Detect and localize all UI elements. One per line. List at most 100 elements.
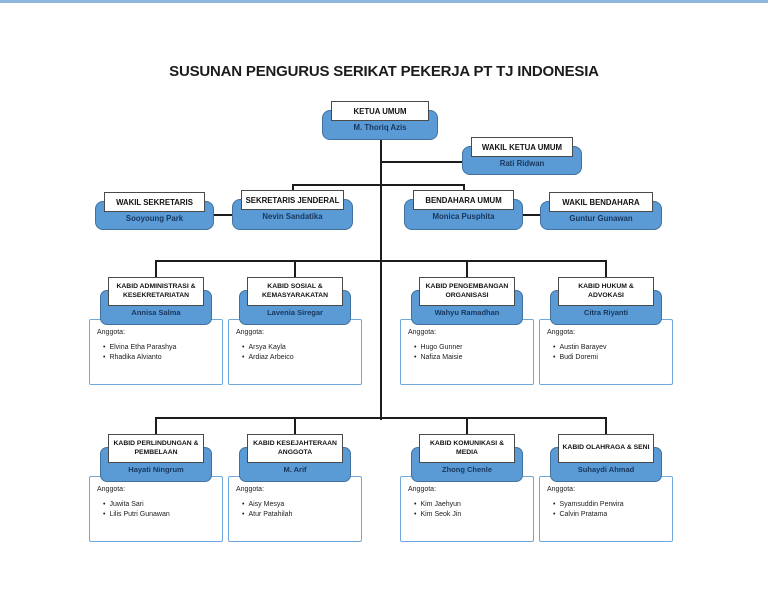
member-name: Kim Seok Jin	[420, 511, 462, 518]
connector-line	[466, 417, 468, 442]
connector-line	[605, 417, 607, 442]
role-title: WAKIL SEKRETARIS	[104, 192, 205, 212]
role-title: KETUA UMUM	[331, 101, 429, 121]
anggota-label: Anggota:	[408, 329, 437, 336]
member-item: •Austin Barayev	[553, 344, 672, 352]
members-panel: Anggota: •Kim Jaehyun •Kim Seok Jin	[400, 476, 534, 542]
role-title: WAKIL KETUA UMUM	[471, 137, 573, 157]
members-panel: Anggota: •Austin Barayev •Budi Doremi	[539, 319, 673, 385]
bullet-icon: •	[242, 511, 245, 518]
members-panel: Anggota: •Arsya Kayla •Ardiaz Arbeico	[228, 319, 362, 385]
kabid-olahraga-seni: Anggota: •Syamsuddin Perwira •Calvin Pra…	[539, 434, 673, 542]
member-item: •Kim Jaehyun	[414, 501, 533, 509]
role-title: KABID OLAHRAGA & SENI	[558, 434, 654, 463]
member-item: •Ardiaz Arbeico	[242, 354, 361, 362]
anggota-label: Anggota:	[236, 329, 265, 336]
person-name: Monica Pusphita	[432, 212, 495, 221]
kabid-pengembangan-organisasi: Anggota: •Hugo Gunner •Nafiza Maisie Wah…	[400, 277, 534, 385]
member-name: Atur Patahilah	[248, 511, 293, 518]
anggota-label: Anggota:	[547, 486, 576, 493]
connector-line	[521, 214, 542, 216]
member-item: •Hugo Gunner	[414, 344, 533, 352]
connector-line	[380, 138, 382, 420]
connector-line	[292, 184, 294, 194]
bullet-icon: •	[414, 511, 417, 518]
anggota-label: Anggota:	[547, 329, 576, 336]
member-name: Lilis Putri Gunawan	[109, 511, 170, 518]
member-name: Nafiza Maisie	[420, 354, 463, 361]
member-name: Calvin Pratama	[559, 511, 608, 518]
org-box-ketua-umum: M. Thoriq Azis KETUA UMUM	[322, 101, 438, 140]
person-name: M. Arif	[283, 465, 307, 474]
member-item: •Elvina Etha Parashya	[103, 344, 222, 352]
org-box-wakil-bendahara: Guntur Gunawan WAKIL BENDAHARA	[540, 192, 662, 230]
org-box-bendahara-umum: Monica Pusphita BENDAHARA UMUM	[404, 190, 523, 230]
members-panel: Anggota: •Hugo Gunner •Nafiza Maisie	[400, 319, 534, 385]
kabid-kesejahteraan-anggota: Anggota: •Aisy Mesya •Atur Patahilah M. …	[228, 434, 362, 542]
connector-line	[381, 161, 463, 163]
connector-line	[605, 260, 607, 285]
member-item: •Arsya Kayla	[242, 344, 361, 352]
bullet-icon: •	[414, 501, 417, 508]
person-name: M. Thoriq Azis	[353, 123, 407, 132]
role-title: KABID SOSIAL & KEMASYARAKATAN	[247, 277, 343, 306]
connector-line	[294, 417, 296, 442]
person-name: Zhong Chenle	[442, 465, 492, 474]
member-item: •Atur Patahilah	[242, 511, 361, 519]
bullet-icon: •	[103, 344, 106, 351]
person-name: Sooyoung Park	[125, 214, 184, 223]
connector-line	[213, 214, 234, 216]
member-item: •Budi Doremi	[553, 354, 672, 362]
bullet-icon: •	[242, 344, 245, 351]
connector-line	[294, 260, 296, 285]
person-name: Wahyu Ramadhan	[434, 308, 500, 317]
connector-line	[155, 260, 607, 262]
member-name: Juwita Sari	[109, 501, 144, 508]
connector-line	[155, 260, 157, 285]
member-name: Arsya Kayla	[248, 344, 286, 351]
members-panel: Anggota: •Elvina Etha Parashya •Rhadika …	[89, 319, 223, 385]
kabid-perlindungan-pembelaan: Anggota: •Juwita Sari •Lilis Putri Gunaw…	[89, 434, 223, 542]
member-item: •Aisy Mesya	[242, 501, 361, 509]
member-item: •Lilis Putri Gunawan	[103, 511, 222, 519]
person-name: Guntur Gunawan	[569, 214, 633, 223]
member-item: •Syamsuddin Perwira	[553, 501, 672, 509]
anggota-label: Anggota:	[236, 486, 265, 493]
member-name: Ardiaz Arbeico	[248, 354, 294, 361]
kabid-komunikasi-media: Anggota: •Kim Jaehyun •Kim Seok Jin Zhon…	[400, 434, 534, 542]
member-name: Elvina Etha Parashya	[109, 344, 177, 351]
kabid-hukum-advokasi: Anggota: •Austin Barayev •Budi Doremi Ci…	[539, 277, 673, 385]
anggota-label: Anggota:	[97, 486, 126, 493]
connector-line	[155, 417, 157, 442]
role-title: KABID HUKUM & ADVOKASI	[558, 277, 654, 306]
role-title: KABID KOMUNIKASI & MEDIA	[419, 434, 515, 463]
connector-line	[292, 184, 465, 186]
bullet-icon: •	[103, 501, 106, 508]
connector-line	[466, 260, 468, 285]
role-title: KABID PERLINDUNGAN & PEMBELAAN	[108, 434, 204, 463]
member-name: Budi Doremi	[559, 354, 598, 361]
connector-line	[463, 184, 465, 194]
bullet-icon: •	[553, 511, 556, 518]
bullet-icon: •	[103, 511, 106, 518]
members-panel: Anggota: •Syamsuddin Perwira •Calvin Pra…	[539, 476, 673, 542]
anggota-label: Anggota:	[97, 329, 126, 336]
bullet-icon: •	[242, 501, 245, 508]
member-item: •Juwita Sari	[103, 501, 222, 509]
members-panel: Anggota: •Juwita Sari •Lilis Putri Gunaw…	[89, 476, 223, 542]
kabid-administrasi-kesekretariatan: Anggota: •Elvina Etha Parashya •Rhadika …	[89, 277, 223, 385]
bullet-icon: •	[414, 354, 417, 361]
members-panel: Anggota: •Aisy Mesya •Atur Patahilah	[228, 476, 362, 542]
member-name: Rhadika Alvianto	[109, 354, 162, 361]
member-name: Austin Barayev	[559, 344, 607, 351]
member-item: •Nafiza Maisie	[414, 354, 533, 362]
member-name: Hugo Gunner	[420, 344, 463, 351]
page-top-border	[0, 0, 768, 3]
person-name: Suhaydi Ahmad	[577, 465, 635, 474]
person-name: Hayati Ningrum	[128, 465, 184, 474]
role-title: KABID ADMINISTRASI & KESEKRETARIATAN	[108, 277, 204, 306]
bullet-icon: •	[553, 354, 556, 361]
person-name: Lavenia Siregar	[267, 308, 323, 317]
member-item: •Rhadika Alvianto	[103, 354, 222, 362]
